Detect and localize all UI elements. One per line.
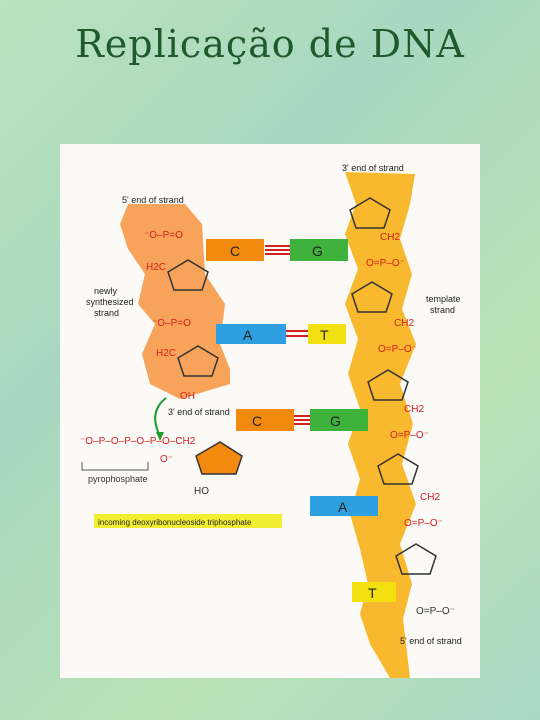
label-5prime-bottom: 5' end of strand bbox=[400, 636, 462, 646]
base-t-1-label: T bbox=[320, 327, 329, 343]
pyrophosphate-bracket bbox=[81, 462, 149, 471]
base-g-1 bbox=[290, 239, 348, 261]
chem-h2c-new-1: H2C bbox=[146, 262, 166, 273]
base-c-1 bbox=[206, 239, 264, 261]
chem-h2c-new-2: H2C bbox=[156, 348, 176, 359]
chem-triphosphate: ⁻O–P–O–P–O–P–O–CH2 bbox=[80, 436, 196, 447]
sugar-ring-new-2 bbox=[177, 345, 219, 377]
chem-phosphate-template-5: O=P–O⁻ bbox=[416, 606, 455, 617]
label-newly-1: newly bbox=[94, 286, 118, 296]
chem-phosphate-template-4: O=P–O⁻ bbox=[404, 518, 443, 529]
base-g-2-label: G bbox=[330, 413, 341, 429]
base-g-2 bbox=[310, 409, 368, 431]
sugar-ring-template-3 bbox=[367, 369, 409, 401]
incoming-label: incoming deoxyribonucleoside triphosphat… bbox=[98, 518, 252, 527]
label-5prime-left: 5' end of strand bbox=[122, 195, 184, 205]
base-c-1-label: C bbox=[230, 243, 240, 259]
chem-phosphate-template-1: O=P–O⁻ bbox=[366, 258, 405, 269]
base-c-2 bbox=[236, 409, 294, 431]
chem-o-minus: O⁻ bbox=[160, 454, 173, 465]
base-a-2 bbox=[310, 496, 378, 516]
base-a-1 bbox=[216, 324, 286, 344]
base-a-2-label: A bbox=[338, 499, 348, 515]
attack-arrow bbox=[154, 397, 167, 437]
chem-ch2-template-3: CH2 bbox=[404, 404, 424, 415]
sugar-ring-template-4 bbox=[377, 453, 419, 485]
chem-ho: HO bbox=[194, 486, 209, 497]
base-t-1 bbox=[308, 324, 346, 344]
attack-arrowhead bbox=[156, 432, 164, 441]
base-t-2-label: T bbox=[368, 585, 377, 601]
sugar-ring-template-1 bbox=[349, 197, 391, 229]
sugar-ring-template-5 bbox=[395, 543, 437, 575]
chem-oh: OH bbox=[180, 391, 195, 402]
pyrophosphate-label: pyrophosphate bbox=[88, 474, 148, 484]
label-3prime-mid: 3' end of strand bbox=[168, 407, 230, 417]
chem-phosphate-new-1: ⁻O–P=O bbox=[144, 230, 183, 241]
base-t-2 bbox=[352, 582, 396, 602]
incoming-label-bar bbox=[94, 514, 282, 528]
sugar-ring-new-1 bbox=[167, 259, 209, 291]
chem-ch2-template-4: CH2 bbox=[420, 492, 440, 503]
new-strand-band bbox=[120, 204, 230, 399]
chem-ch2-template-2: CH2 bbox=[394, 318, 414, 329]
template-strand-band bbox=[345, 172, 416, 678]
incoming-sugar-ring bbox=[195, 441, 243, 475]
label-template-1: template bbox=[426, 294, 461, 304]
chem-phosphate-new-2: ⁻O–P=O bbox=[152, 318, 191, 329]
label-newly-3: strand bbox=[94, 308, 119, 318]
dna-diagram: C G A T C G A T ⁻O–P=O H2C ⁻O–P=O H2C OH… bbox=[80, 163, 462, 678]
slide-title: Replicação de DNA bbox=[75, 22, 465, 66]
sugar-ring-template-2 bbox=[351, 281, 393, 313]
label-newly-2: synthesized bbox=[86, 297, 134, 307]
label-3prime-top: 3' end of strand bbox=[342, 163, 404, 173]
label-template-2: strand bbox=[430, 305, 455, 315]
base-a-1-label: A bbox=[243, 327, 253, 343]
chem-phosphate-template-3: O=P–O⁻ bbox=[390, 430, 429, 441]
chem-ch2-template-1: CH2 bbox=[380, 232, 400, 243]
chem-phosphate-template-2: O=P–O⁻ bbox=[378, 344, 417, 355]
base-g-1-label: G bbox=[312, 243, 323, 259]
base-c-2-label: C bbox=[252, 413, 262, 429]
dna-replication-figure: C G A T C G A T ⁻O–P=O H2C ⁻O–P=O H2C OH… bbox=[60, 144, 480, 678]
